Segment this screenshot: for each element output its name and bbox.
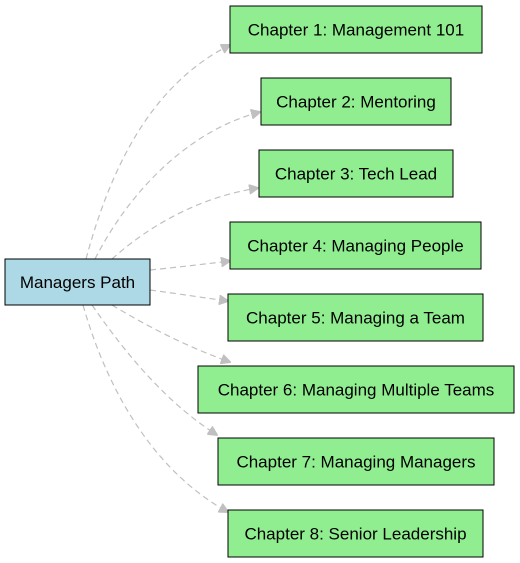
root-node-box bbox=[4, 258, 151, 306]
chapter-node-6-box bbox=[197, 365, 515, 414]
edge-to-chapter-4 bbox=[149, 261, 230, 271]
edge-to-chapter-5 bbox=[149, 289, 228, 301]
chapter-node-3-label: Chapter 3: Tech Lead bbox=[275, 165, 437, 184]
chapter-node-4-label: Chapter 4: Managing People bbox=[247, 237, 463, 256]
chapter-node-8-box bbox=[227, 509, 484, 558]
edge-to-chapter-2 bbox=[94, 112, 260, 260]
edges-group bbox=[82, 45, 260, 512]
edge-to-chapter-3 bbox=[111, 188, 258, 260]
chapter-node-8-label: Chapter 8: Senior Leadership bbox=[244, 525, 466, 544]
chapter-node-4: Chapter 4: Managing People bbox=[229, 221, 482, 270]
chapter-node-2-box bbox=[260, 77, 452, 126]
edge-to-chapter-1 bbox=[85, 45, 230, 260]
chapter-node-8: Chapter 8: Senior Leadership bbox=[227, 509, 484, 558]
chapter-node-3-box bbox=[258, 149, 454, 198]
chapter-node-7-box bbox=[217, 437, 495, 486]
chapter-node-2: Chapter 2: Mentoring bbox=[260, 77, 452, 126]
chapter-node-1-label: Chapter 1: Management 101 bbox=[248, 21, 464, 40]
root-node-label: Managers Path bbox=[20, 273, 135, 292]
edge-to-chapter-7 bbox=[91, 304, 217, 435]
chapter-node-6: Chapter 6: Managing Multiple Teams bbox=[197, 365, 515, 414]
chapter-node-5-box bbox=[227, 293, 484, 342]
root-node: Managers Path bbox=[4, 258, 151, 306]
chapter-node-1: Chapter 1: Management 101 bbox=[229, 5, 483, 54]
chapter-node-7: Chapter 7: Managing Managers bbox=[217, 437, 495, 486]
chapter-node-7-label: Chapter 7: Managing Managers bbox=[236, 453, 475, 472]
edge-to-chapter-6 bbox=[111, 304, 230, 362]
chapter-node-1-box bbox=[229, 5, 483, 54]
chapter-node-4-box bbox=[229, 221, 482, 270]
chapter-node-2-label: Chapter 2: Mentoring bbox=[276, 93, 436, 112]
chapter-node-3: Chapter 3: Tech Lead bbox=[258, 149, 454, 198]
chapter-node-5-label: Chapter 5: Managing a Team bbox=[246, 309, 465, 328]
chapter-node-5: Chapter 5: Managing a Team bbox=[227, 293, 484, 342]
chapter-node-6-label: Chapter 6: Managing Multiple Teams bbox=[218, 381, 495, 400]
